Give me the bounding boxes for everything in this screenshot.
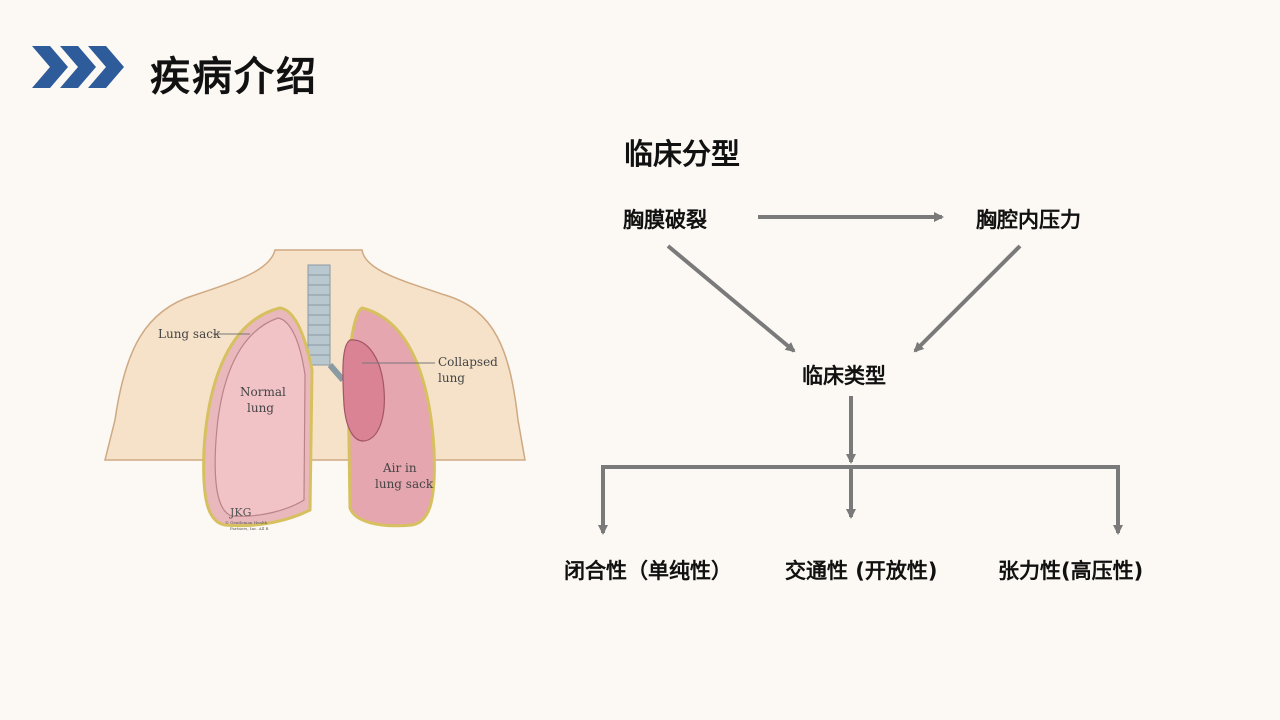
node-type-tension: 张力性(高压性) (998, 559, 1144, 583)
section-title: 临床分型 (624, 137, 741, 171)
node-type-open: 交通性 (开放性) (785, 559, 938, 583)
label-air-1: Air in (382, 461, 417, 475)
node-center: 临床类型 (802, 364, 886, 388)
label-collapsed-2: lung (438, 371, 465, 385)
credit-2: Partners, Inc. All R (230, 526, 270, 531)
page-title: 疾病介绍 (150, 54, 318, 100)
triple-chevron-icon (32, 46, 124, 88)
label-normal-2: lung (247, 401, 274, 415)
arrow-right-to-center (913, 244, 1022, 353)
label-air-2: lung sack (375, 477, 434, 491)
label-lung-sack: Lung sack (158, 327, 221, 341)
lung-illustration: Lung sack Normal lung Collapsed lung Air… (104, 249, 526, 531)
normal-lung (214, 317, 306, 517)
node-cause-right: 胸腔内压力 (976, 208, 1081, 232)
arrow-left-to-center (666, 244, 796, 353)
node-cause-left: 胸膜破裂 (623, 208, 707, 232)
signature: JKG (229, 506, 251, 519)
node-type-closed: 闭合性（单纯性） (564, 559, 732, 583)
label-collapsed-1: Collapsed (438, 355, 498, 369)
credit-1: © Gentleman Health (225, 520, 268, 525)
label-normal-1: Normal (240, 385, 286, 399)
